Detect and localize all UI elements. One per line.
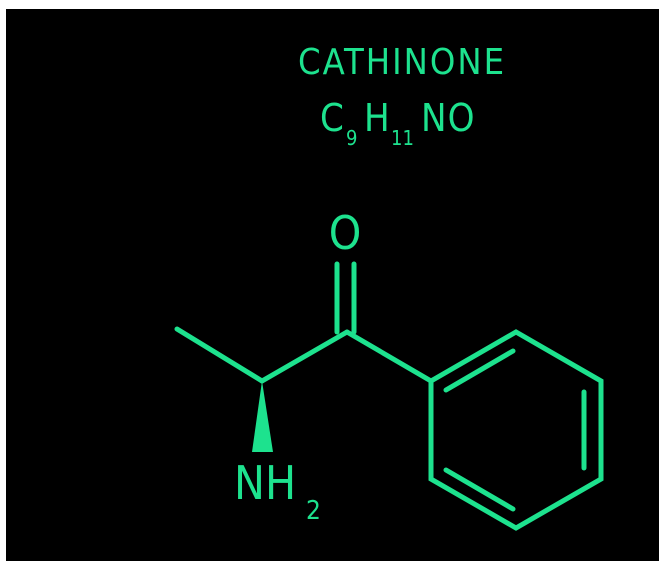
formula-h-symbol: H bbox=[364, 96, 390, 140]
amine-symbol: NH bbox=[234, 456, 296, 510]
aromatic-line-3 bbox=[443, 467, 516, 512]
formula-c-count: 9 bbox=[346, 126, 357, 150]
bond-alpha-carbonyl bbox=[259, 329, 350, 384]
amine-count: 2 bbox=[306, 496, 321, 526]
bond-methyl bbox=[174, 326, 265, 384]
aromatic-line-1 bbox=[443, 348, 516, 393]
bond-carbonyl-ring bbox=[344, 329, 434, 384]
formula-c-symbol: C bbox=[320, 96, 344, 140]
bond-lines bbox=[174, 261, 604, 531]
compound-name: CATHINONE bbox=[298, 42, 506, 83]
wedge-bond bbox=[252, 381, 273, 452]
diagram-canvas: CATHINONE C 9 H 11 NO bbox=[6, 9, 659, 561]
formula-h-count: 11 bbox=[391, 126, 414, 150]
oxygen-label: O bbox=[329, 206, 362, 260]
formula-rest: NO bbox=[421, 96, 475, 140]
cathinone-structure: CATHINONE C 9 H 11 NO bbox=[174, 42, 604, 531]
benzene-ring bbox=[428, 329, 604, 531]
molecular-formula: C 9 H 11 NO bbox=[320, 96, 475, 150]
